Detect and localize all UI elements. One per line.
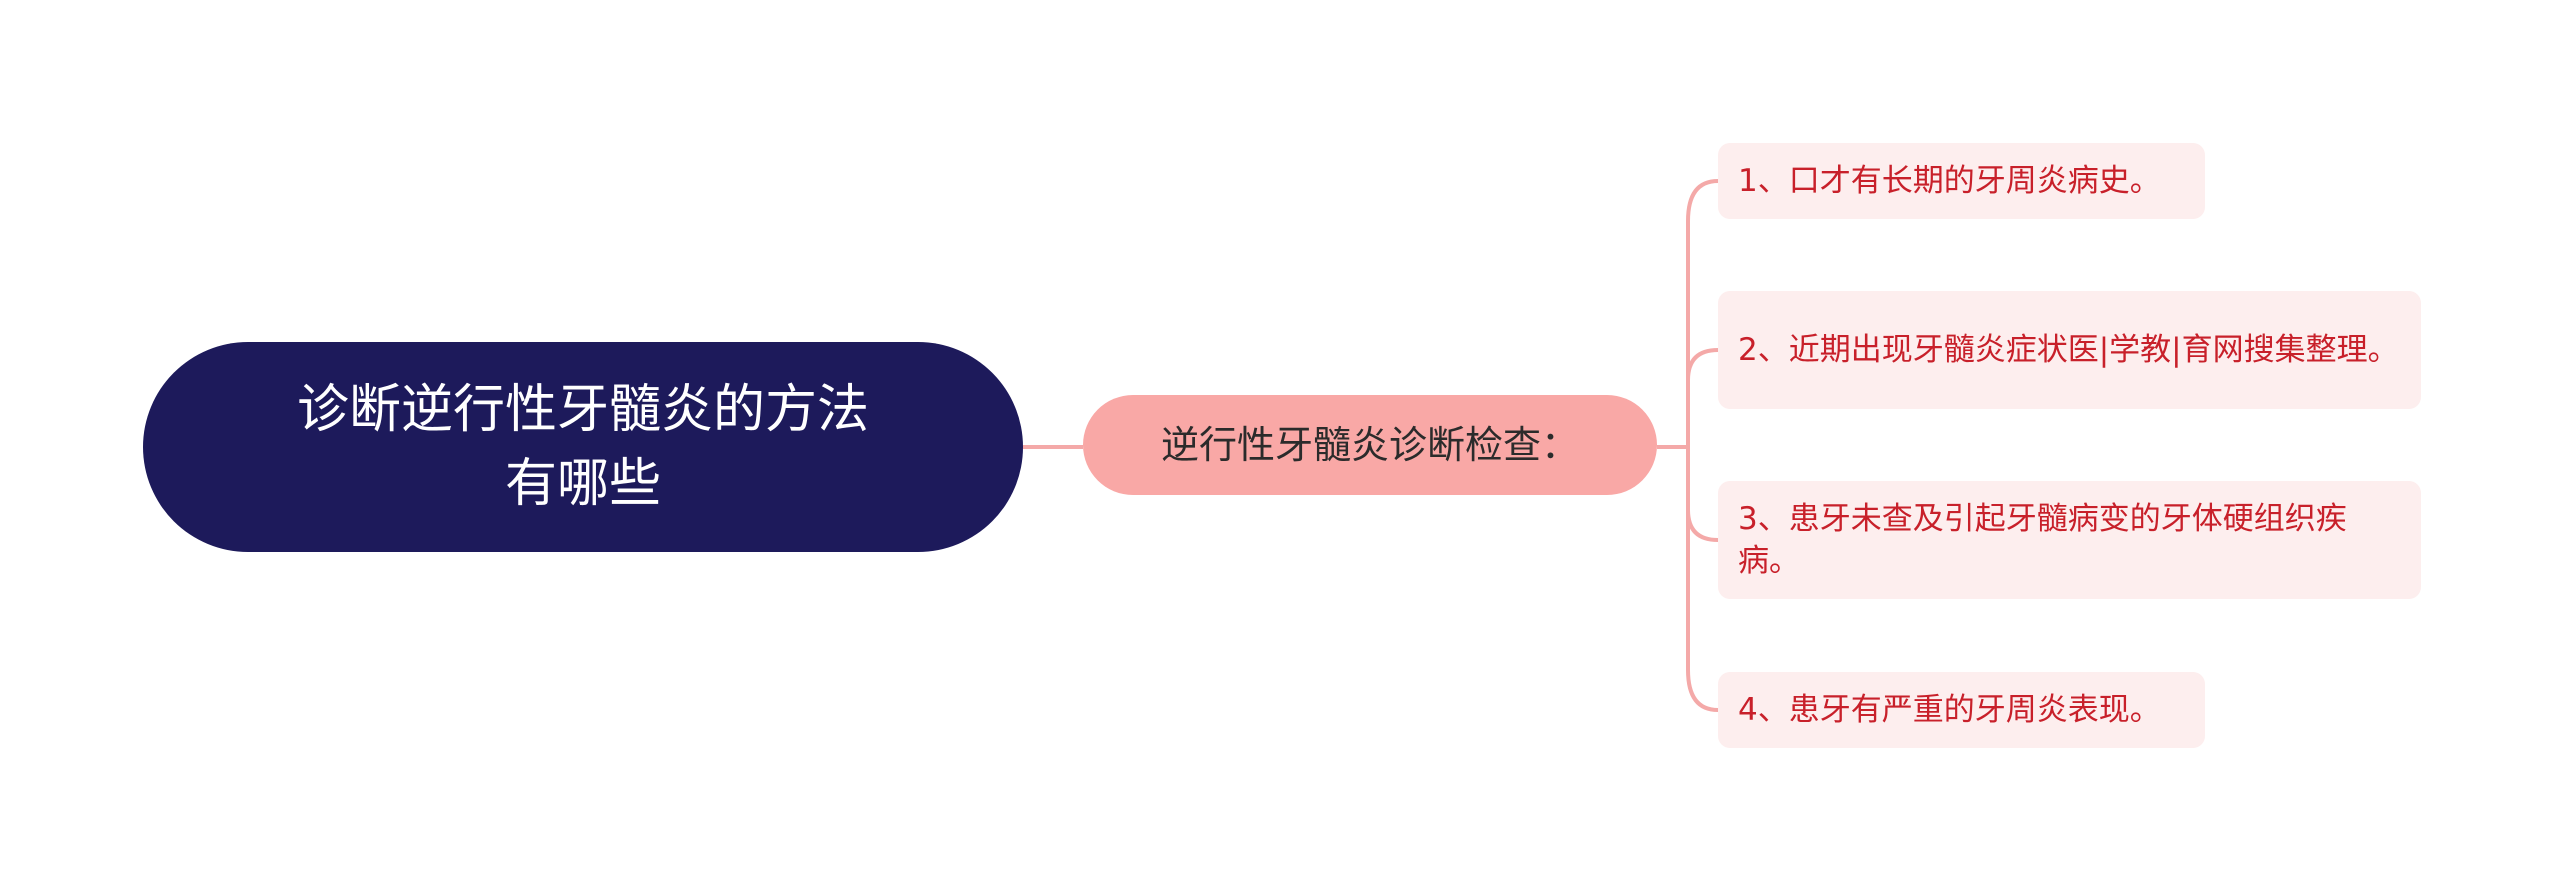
- leaf-topic-label-4: 4、患牙有严重的牙周炎表现。: [1738, 692, 2161, 728]
- leaf-topic-node-4[interactable]: 4、患牙有严重的牙周炎表现。: [1718, 672, 2205, 748]
- leaf-topic-node-2[interactable]: 2、近期出现牙髓炎症状医|学教|育网搜集整理。: [1718, 291, 2421, 409]
- leaf-topic-label-1: 1、口才有长期的牙周炎病史。: [1738, 163, 2161, 199]
- leaf-1-connector: [1686, 179, 1719, 447]
- leaf-3-connector: [1686, 447, 1719, 542]
- leaf-topic-label-3: 3、患牙未查及引起牙髓病变的牙体硬组织疾病。: [1738, 501, 2347, 579]
- leaf-4-connector: [1686, 447, 1719, 712]
- root-topic-node[interactable]: 诊断逆行性牙髓炎的方法 有哪些: [143, 342, 1023, 552]
- leaf-topic-node-3[interactable]: 3、患牙未查及引起牙髓病变的牙体硬组织疾病。: [1718, 481, 2421, 599]
- leaf-topic-node-1[interactable]: 1、口才有长期的牙周炎病史。: [1718, 143, 2205, 219]
- leaf-topic-label-2: 2、近期出现牙髓炎症状医|学教|育网搜集整理。: [1738, 332, 2399, 368]
- leaf-2-connector: [1686, 348, 1719, 447]
- root-topic-label: 诊断逆行性牙髓炎的方法 有哪些: [296, 380, 869, 514]
- branch-topic-node[interactable]: 逆行性牙髓炎诊断检查：: [1083, 395, 1657, 495]
- branch-topic-label: 逆行性牙髓炎诊断检查：: [1160, 423, 1579, 467]
